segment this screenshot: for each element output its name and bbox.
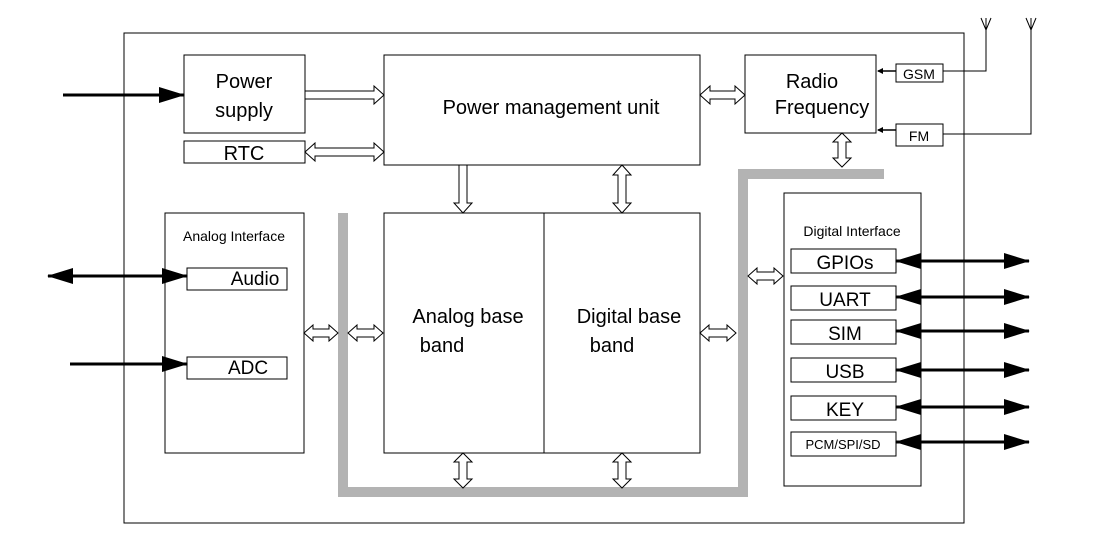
fm-antenna-icon [943,17,1037,135]
internal-hollow-arrows [303,84,853,489]
pmu-block [383,54,701,166]
radio-frequency-block [744,54,877,134]
analog-baseband-block [383,212,545,454]
uart-port [790,285,897,311]
internal-bus [338,169,884,497]
uart-label: UART [819,290,871,311]
fm-block [895,123,944,147]
gpios-label: GPIOs [816,253,873,274]
radio-label-2: Frequency [775,97,870,119]
rtc-label: RTC [224,143,265,165]
radio-label-1: Radio [786,71,838,93]
pcm-spi-sd-label: PCM/SPI/SD [805,437,880,452]
gpios-port [790,248,897,274]
digital-port-arrows [895,253,1030,450]
adc-label: ADC [228,358,268,379]
power-supply-label-2: supply [215,100,273,122]
gsm-block [895,63,944,83]
usb-label: USB [825,362,864,383]
digital-baseband-label-1: Digital base [577,306,682,328]
digital-baseband-block [543,212,701,454]
sim-port [790,319,897,345]
digital-interface-title: Digital Interface [803,223,900,239]
key-label: KEY [826,400,864,421]
pmu-label: Power management unit [443,97,660,119]
gsm-antenna-icon [943,17,992,72]
audio-label: Audio [231,269,280,290]
power-supply-label-1: Power [216,71,273,93]
analog-baseband-label-2: band [420,335,465,357]
analog-interface-title: Analog Interface [183,228,285,244]
digital-baseband-label-2: band [590,335,635,357]
usb-port [790,357,897,383]
key-port [790,395,897,421]
analog-interface-block [164,212,305,454]
sim-label: SIM [828,324,862,345]
analog-baseband-label-1: Analog base [412,306,523,328]
fm-label: FM [909,128,929,144]
gsm-label: GSM [903,66,935,82]
